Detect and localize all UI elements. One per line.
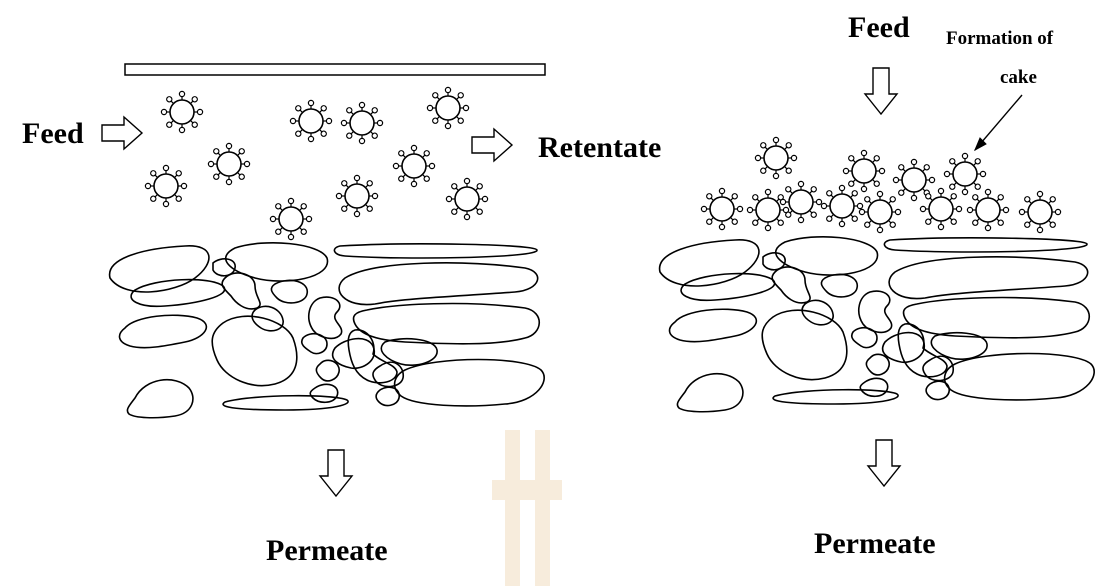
cake-label-line1: Formation of xyxy=(946,28,1054,49)
feed-arrow-icon xyxy=(865,68,897,114)
particle-icon xyxy=(944,153,985,194)
crossflow-panel: Feed Retentate Permeate xyxy=(22,64,661,567)
particles xyxy=(145,87,487,239)
particle-icon xyxy=(270,198,311,239)
particle-icon xyxy=(208,143,249,184)
particle-icon xyxy=(747,189,788,230)
cake-pointer-arrow-icon xyxy=(975,95,1022,150)
particle-icon xyxy=(821,185,862,226)
particle-icon xyxy=(843,150,884,191)
feed-label: Feed xyxy=(848,11,910,44)
particle-icon xyxy=(446,178,487,219)
particle-icon xyxy=(755,137,796,178)
particle-icon xyxy=(341,102,382,143)
membrane xyxy=(110,243,545,418)
particle-icon xyxy=(427,87,468,128)
feed-label: Feed xyxy=(22,117,84,150)
permeate-arrow-icon xyxy=(868,440,900,486)
particle-icon xyxy=(336,175,377,216)
watermark xyxy=(492,430,562,586)
particle-icon xyxy=(920,188,961,229)
permeate-label: Permeate xyxy=(814,527,936,560)
cake-label-line2: cake xyxy=(1000,67,1037,88)
particle-icon xyxy=(290,100,331,141)
cake-particles xyxy=(701,137,1060,232)
particle-icon xyxy=(161,91,202,132)
retentate-arrow-icon xyxy=(472,129,512,161)
particle-icon xyxy=(859,191,900,232)
deadend-panel: Feed Formation of cake Permeate xyxy=(660,11,1095,560)
top-plate xyxy=(125,64,545,75)
retentate-label: Retentate xyxy=(538,131,661,164)
particle-icon xyxy=(393,145,434,186)
particle-icon xyxy=(145,165,186,206)
particle-icon xyxy=(967,189,1008,230)
particle-icon xyxy=(780,181,821,222)
feed-arrow-icon xyxy=(102,117,142,149)
permeate-arrow-icon xyxy=(320,450,352,496)
particle-icon xyxy=(1019,191,1060,232)
permeate-label: Permeate xyxy=(266,534,388,567)
membrane xyxy=(660,237,1095,412)
particle-icon xyxy=(701,188,742,229)
